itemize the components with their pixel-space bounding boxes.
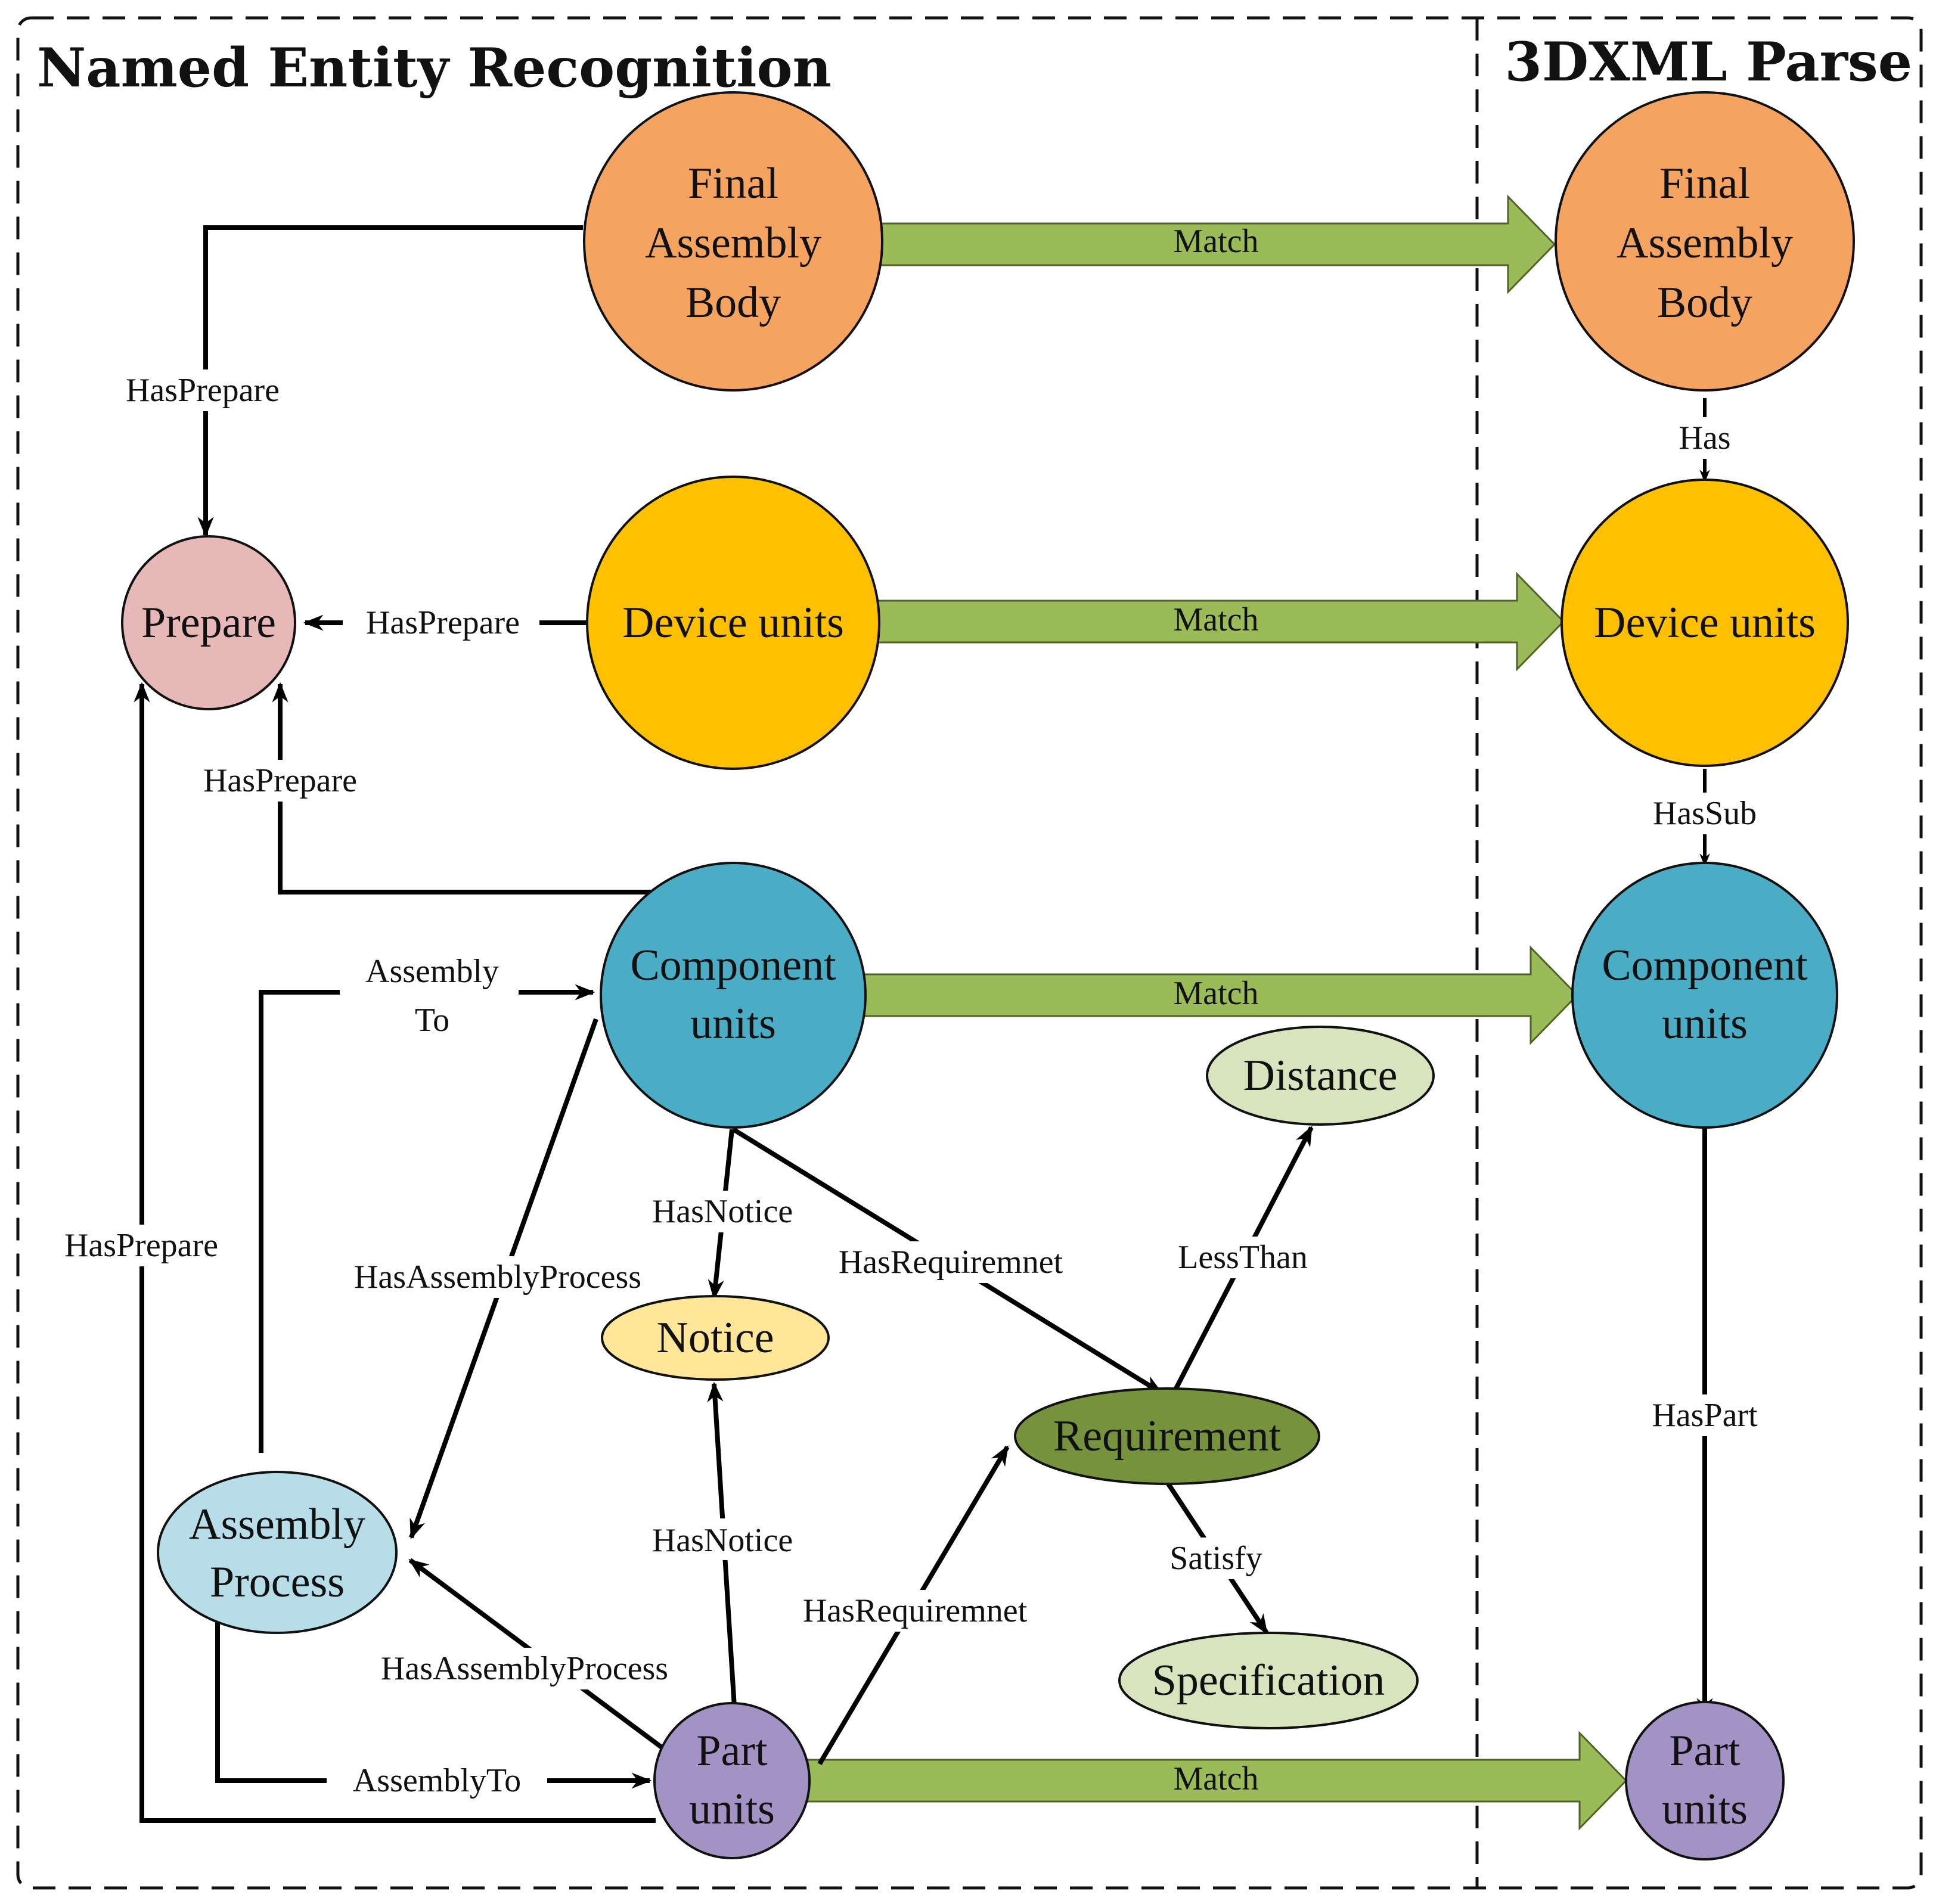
node-notice: Notice bbox=[601, 1295, 830, 1381]
xml-section-title: 3DXML Parse bbox=[1504, 30, 1912, 94]
svg-text:Assembly: Assembly bbox=[189, 1500, 365, 1549]
edge-label: HasPrepare bbox=[203, 762, 357, 799]
node-requirement: Requirement bbox=[1014, 1387, 1320, 1485]
edge-process-assemblyto-component bbox=[259, 984, 595, 1453]
svg-text:Body: Body bbox=[685, 278, 781, 327]
node-assembly-process: Assembly Process bbox=[157, 1471, 398, 1634]
edge-label: Satisfy bbox=[1169, 1540, 1262, 1577]
edge-process-assemblyto-part bbox=[215, 1621, 652, 1789]
edge-label: HasNotice bbox=[652, 1193, 793, 1230]
node-device-units-ner: Device units bbox=[586, 476, 880, 770]
node-specification: Specification bbox=[1118, 1632, 1419, 1729]
edge-label: LessThan bbox=[1178, 1239, 1308, 1276]
match-label: Match bbox=[1173, 1760, 1258, 1797]
node-component-units-ner: Component units bbox=[600, 862, 867, 1129]
edge-label: HasSub bbox=[1653, 795, 1757, 832]
node-part-units-ner: Part units bbox=[653, 1702, 811, 1859]
edge-part-hasprepare bbox=[134, 682, 656, 1823]
svg-text:Requirement: Requirement bbox=[1053, 1412, 1282, 1461]
match-label: Match bbox=[1173, 601, 1258, 638]
svg-text:Part: Part bbox=[696, 1726, 768, 1775]
edge-label: HasPart bbox=[1652, 1397, 1758, 1434]
svg-text:Assembly: Assembly bbox=[1617, 219, 1793, 268]
svg-text:units: units bbox=[1662, 1785, 1748, 1834]
edge-component-hasprepare bbox=[272, 682, 656, 894]
match-arrow-component: Match bbox=[860, 945, 1579, 1045]
edge-label: AssemblyTo bbox=[353, 1762, 521, 1799]
svg-text:Component: Component bbox=[1602, 941, 1808, 990]
edge-label: HasAssemblyProcess bbox=[381, 1650, 668, 1687]
node-final-assembly-body-xml: Final Assembly Body bbox=[1555, 91, 1855, 392]
node-distance: Distance bbox=[1206, 1026, 1435, 1126]
svg-text:Distance: Distance bbox=[1243, 1051, 1398, 1100]
svg-text:Device units: Device units bbox=[1594, 598, 1816, 647]
edge-label: HasRequiremnet bbox=[803, 1592, 1028, 1629]
svg-text:Final: Final bbox=[1659, 159, 1750, 208]
edge-label: HasRequiremnet bbox=[839, 1244, 1063, 1281]
match-arrow-part: Match bbox=[806, 1731, 1628, 1831]
edge-label: HasPrepare bbox=[64, 1227, 218, 1264]
svg-text:units: units bbox=[690, 999, 776, 1048]
svg-text:Part: Part bbox=[1669, 1726, 1741, 1775]
svg-text:Body: Body bbox=[1657, 278, 1752, 327]
svg-text:units: units bbox=[689, 1785, 775, 1834]
node-final-assembly-body-ner: Final Assembly Body bbox=[583, 91, 883, 392]
edge-label: HasPrepare bbox=[366, 604, 520, 641]
match-label: Match bbox=[1173, 975, 1258, 1012]
svg-text:Component: Component bbox=[630, 941, 836, 990]
edge-label: Has bbox=[1679, 420, 1730, 456]
svg-text:Device units: Device units bbox=[622, 598, 844, 647]
node-part-units-xml: Part units bbox=[1625, 1701, 1785, 1860]
edge-label: HasNotice bbox=[652, 1522, 793, 1559]
match-arrow-device: Match bbox=[870, 571, 1565, 672]
node-prepare: Prepare bbox=[121, 535, 296, 710]
svg-text:Notice: Notice bbox=[656, 1313, 774, 1362]
match-arrow-final: Match bbox=[880, 194, 1556, 294]
svg-text:Specification: Specification bbox=[1152, 1656, 1385, 1705]
node-component-units-xml: Component units bbox=[1571, 862, 1838, 1129]
svg-text:Final: Final bbox=[688, 159, 778, 208]
edge-label: To bbox=[415, 1002, 449, 1039]
node-device-units-xml: Device units bbox=[1560, 479, 1849, 767]
svg-text:Assembly: Assembly bbox=[645, 219, 821, 268]
edge-label: HasAssemblyProcess bbox=[354, 1259, 641, 1296]
svg-text:units: units bbox=[1662, 999, 1748, 1048]
outer-frame bbox=[16, 16, 1923, 1890]
match-label: Match bbox=[1173, 223, 1258, 260]
edge-final-hasprepare bbox=[197, 225, 583, 538]
svg-text:Prepare: Prepare bbox=[141, 598, 276, 647]
ner-section-title: Named Entity Recognition bbox=[37, 36, 832, 100]
svg-text:Process: Process bbox=[210, 1558, 345, 1607]
edge-label: Assembly bbox=[365, 953, 499, 990]
edge-label: HasPrepare bbox=[126, 372, 280, 409]
